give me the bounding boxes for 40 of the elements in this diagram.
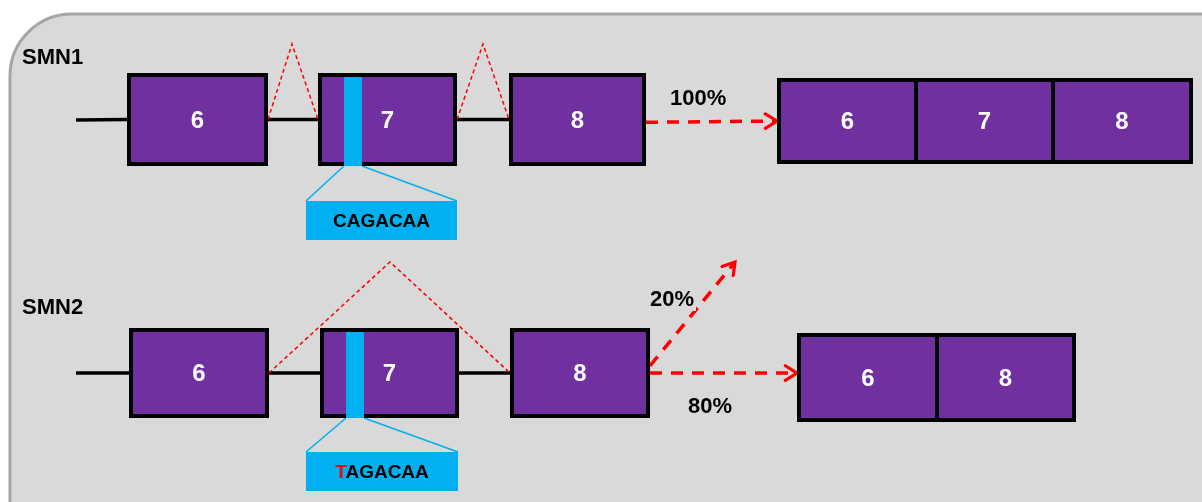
gene-label: SMN2 — [22, 294, 84, 320]
sequence-motif-bar — [346, 332, 364, 418]
exon-number: 6 — [190, 105, 205, 134]
sequence-box — [306, 201, 457, 240]
intron-line — [268, 117, 318, 122]
exon-box — [318, 73, 457, 166]
arrow — [650, 364, 799, 382]
leader-line — [361, 165, 458, 202]
exon-number: 6 — [861, 363, 875, 392]
sequence-label: TAGACAA — [335, 460, 429, 483]
sequence-label: CAGACAA — [332, 209, 431, 232]
exon-box — [509, 73, 646, 166]
exon-box — [320, 328, 459, 418]
sequence-box — [306, 452, 458, 491]
intron-line — [76, 117, 127, 122]
exon-number: 7 — [977, 107, 992, 135]
exon-number: 8 — [573, 359, 587, 387]
arrow — [646, 112, 779, 130]
intron-line — [457, 117, 509, 122]
splice-line — [267, 41, 319, 121]
exon-box — [510, 328, 650, 418]
intron-line — [76, 371, 129, 375]
exon-number: 8 — [570, 105, 585, 134]
exon-number: 7 — [382, 359, 397, 387]
exon-number: 8 — [998, 363, 1013, 392]
exon-box — [127, 73, 268, 166]
intron-line — [269, 371, 320, 375]
splice-line — [456, 41, 510, 121]
exon-number: 8 — [1115, 107, 1129, 135]
exon-number: 6 — [192, 359, 206, 387]
exon-box — [129, 328, 269, 418]
exon-number: 7 — [380, 105, 395, 134]
leader-line — [363, 417, 459, 453]
leader-line — [305, 165, 345, 202]
gene-label: SMN1 — [22, 44, 84, 70]
exon-number: 6 — [840, 107, 855, 135]
intron-line — [459, 371, 510, 375]
splice-line — [268, 261, 511, 374]
leader-line — [305, 417, 347, 453]
sequence-motif-bar — [344, 77, 362, 166]
